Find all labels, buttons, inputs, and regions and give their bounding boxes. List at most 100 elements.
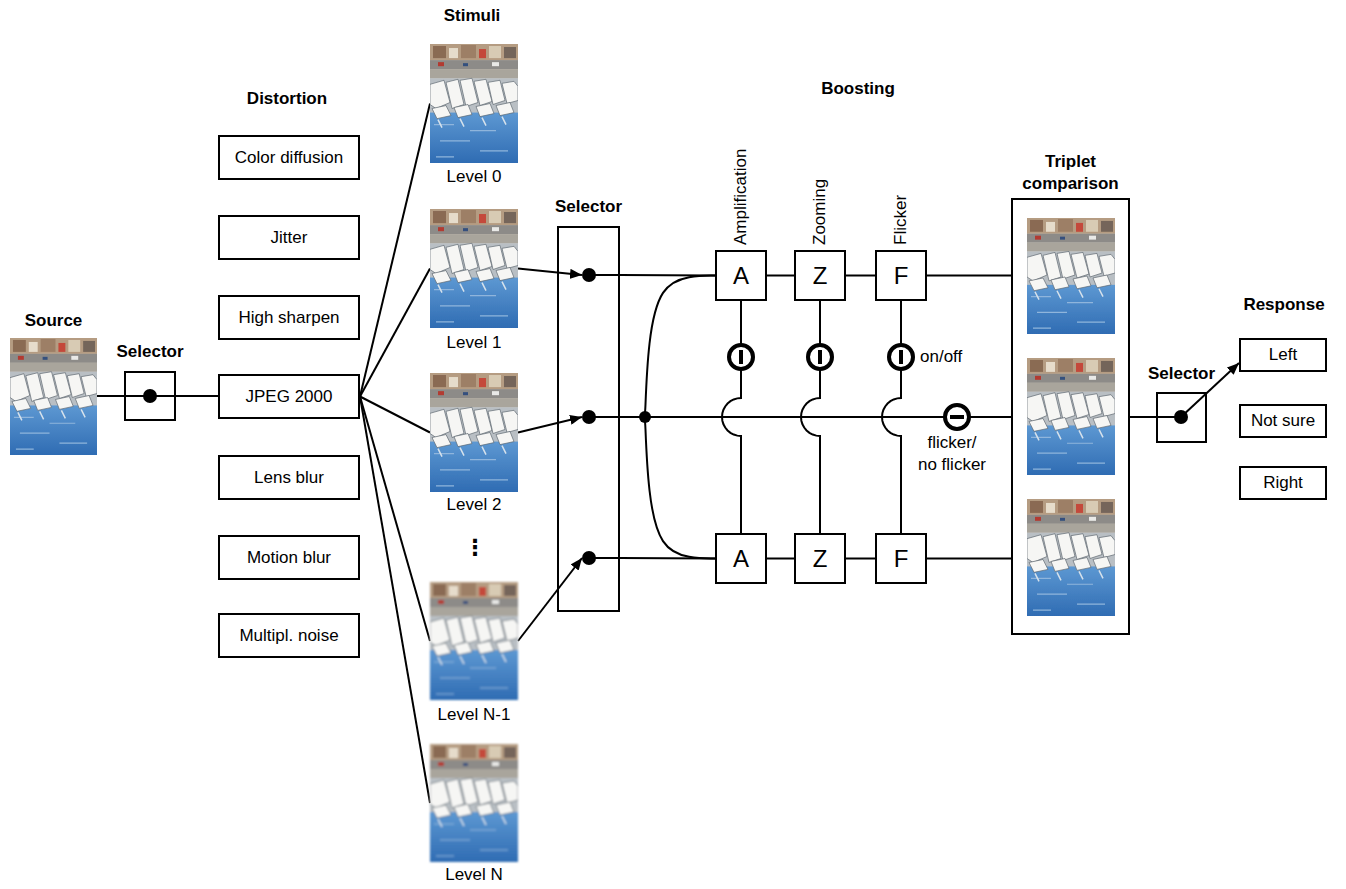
connector bbox=[620, 417, 715, 559]
node-heading: Source bbox=[25, 310, 83, 332]
node-heading: Selector bbox=[1148, 363, 1215, 385]
response-box: Left bbox=[1239, 338, 1327, 372]
connector bbox=[97, 395, 124, 397]
distortion-box: Motion blur bbox=[218, 535, 360, 580]
connector bbox=[518, 269, 582, 276]
box-text: F bbox=[894, 545, 909, 573]
stimulus-photo bbox=[430, 209, 518, 328]
selector-box: Selector bbox=[557, 226, 620, 612]
stimulus-image: Level N-1 bbox=[430, 582, 518, 700]
section-heading: Response bbox=[1243, 295, 1324, 315]
switch-bar bbox=[899, 350, 903, 364]
connector bbox=[518, 417, 582, 433]
box-text: Z bbox=[813, 262, 828, 290]
node-heading: Level 2 bbox=[447, 494, 502, 516]
selector-dot bbox=[582, 410, 596, 424]
distortion-box: JPEG 2000 bbox=[218, 374, 360, 419]
box-text: Multipl. noise bbox=[239, 626, 338, 646]
box-text: A bbox=[733, 545, 749, 573]
selector-dot bbox=[582, 268, 596, 282]
stimulus-photo bbox=[430, 744, 518, 862]
connector bbox=[360, 104, 430, 397]
node-heading: Level N bbox=[445, 864, 503, 886]
box-text: Lens blur bbox=[254, 468, 324, 488]
selector-dot bbox=[1174, 410, 1188, 424]
connector bbox=[846, 275, 875, 277]
junction-dot bbox=[639, 411, 651, 423]
boost-box: AmplificationA bbox=[715, 250, 767, 301]
triplet-photo bbox=[1027, 218, 1115, 334]
switch-symbol bbox=[729, 345, 753, 369]
selector-dots bbox=[143, 268, 1188, 565]
box-text: Left bbox=[1269, 345, 1297, 365]
box-text: F bbox=[894, 262, 909, 290]
distortion-box: Color diffusion bbox=[218, 135, 360, 180]
stimulus-image: Level 0 bbox=[430, 44, 518, 163]
section-heading: Distortion bbox=[247, 89, 327, 109]
distortion-box: Lens blur bbox=[218, 455, 360, 500]
connector bbox=[620, 416, 1011, 418]
response-box: Not sure bbox=[1239, 404, 1327, 438]
box-text: Jitter bbox=[271, 228, 308, 248]
box-text: Right bbox=[1263, 473, 1303, 493]
box-text: A bbox=[733, 262, 749, 290]
connector bbox=[620, 557, 715, 560]
connector bbox=[722, 301, 741, 533]
stimulus-photo bbox=[430, 373, 518, 492]
box-text: Motion blur bbox=[247, 548, 331, 568]
connector bbox=[518, 558, 582, 641]
connector bbox=[767, 558, 794, 560]
comparison-box: Triplet comparison bbox=[1011, 198, 1130, 635]
switch-bar bbox=[950, 415, 964, 419]
switch-symbol bbox=[945, 405, 969, 429]
box-text: Not sure bbox=[1251, 411, 1315, 431]
boost-box: Z bbox=[794, 533, 846, 584]
rotated-heading: Flicker bbox=[891, 195, 911, 245]
boost-box: A bbox=[715, 533, 767, 584]
selector-wiring bbox=[124, 275, 1181, 558]
switch-bar bbox=[739, 350, 743, 364]
connector bbox=[620, 276, 715, 418]
stimulus-image: Level N bbox=[430, 744, 518, 862]
stimulus-image: Level 2 bbox=[430, 373, 518, 492]
selector-dot bbox=[143, 389, 157, 403]
stimulus-photo bbox=[430, 44, 518, 163]
continuation-dots: ⋮ bbox=[464, 535, 486, 560]
box-text: Z bbox=[813, 545, 828, 573]
distortion-box: Multipl. noise bbox=[218, 613, 360, 658]
section-heading: Boosting bbox=[821, 79, 895, 99]
triplet-photo bbox=[1027, 499, 1115, 616]
triplet-photo bbox=[1027, 358, 1115, 475]
connector-group bbox=[97, 104, 1239, 804]
stimulus-photo bbox=[430, 582, 518, 700]
switches bbox=[729, 345, 969, 429]
connector bbox=[882, 301, 901, 533]
boost-box: ZoomingZ bbox=[794, 250, 846, 301]
connector bbox=[801, 301, 820, 533]
node-heading: Level 1 bbox=[447, 332, 502, 354]
connector bbox=[846, 558, 875, 560]
connector-label: flicker/ no flicker bbox=[917, 432, 988, 476]
connector bbox=[1130, 416, 1156, 418]
selector-box: Selector bbox=[124, 371, 176, 421]
connector bbox=[360, 397, 430, 433]
node-heading: Triplet comparison bbox=[1016, 151, 1126, 195]
connector bbox=[176, 395, 218, 397]
box-text: High sharpen bbox=[238, 308, 339, 328]
rotated-heading: Zooming bbox=[810, 179, 830, 245]
rotated-heading: Amplification bbox=[731, 149, 751, 245]
switch-symbol bbox=[889, 345, 913, 369]
connector bbox=[767, 275, 794, 277]
node-heading: Selector bbox=[116, 341, 183, 363]
connector bbox=[360, 269, 430, 397]
node-heading: Level 0 bbox=[447, 166, 502, 188]
switch-symbol bbox=[808, 345, 832, 369]
node-heading: Level N-1 bbox=[438, 704, 511, 726]
photos bbox=[10, 44, 1115, 862]
selector-dot bbox=[582, 551, 596, 565]
section-heading: Stimuli bbox=[444, 6, 501, 26]
connector bbox=[927, 558, 1011, 560]
